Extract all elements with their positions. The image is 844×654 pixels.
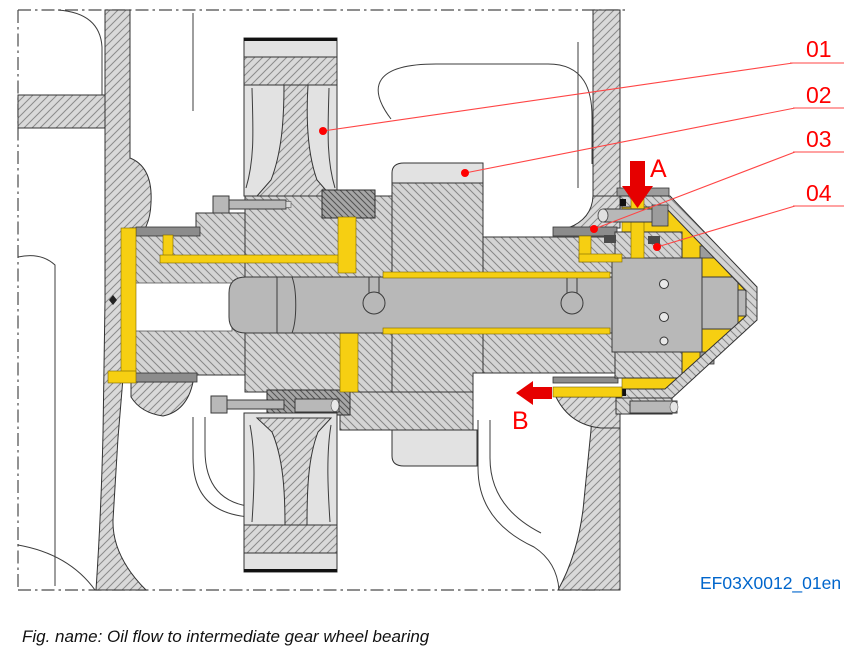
casing-wall-right-lower [557,396,621,591]
callout-label-03: 03 [806,126,832,152]
bolt-top [212,195,292,214]
oil-channel-down-upper [337,216,357,274]
oil-channel-left-vertical [120,227,137,374]
dot-01 [319,127,327,135]
bolt-bottom-right [629,400,679,414]
callout-labels: 01 02 03 04 A B [512,36,832,435]
gear-rim-top [243,56,338,86]
oil-inlet-arrow-icon [622,161,653,208]
casing-outlines [17,9,593,591]
oil-channel-down-lower [339,332,359,393]
oil-riser-horizontal [578,253,623,263]
shaft-end-nut [701,276,739,330]
casing-wedge-left [130,381,194,417]
seal-dot-top [620,199,626,206]
seal-dot-bottom [620,389,626,396]
intermediate-gear-wheel [243,37,338,573]
leader-04 [656,205,844,248]
dot-04 [653,243,661,251]
leader-02 [464,107,844,174]
shaft-bore [133,282,233,332]
cap-strip-bottom [131,372,198,383]
bearing-hole-3 [659,336,669,346]
oil-film-upper [382,271,611,279]
oil-outlet-channel-b [552,386,623,398]
oil-film-lower [382,327,611,335]
oil-outlet-arrow-icon [516,381,552,405]
callout-label-01: 01 [806,36,832,62]
dot-03 [590,225,598,233]
flow-marker-b-label: B [512,407,529,435]
bolts [210,195,679,414]
casing-rib-left [17,94,106,129]
bush-lower [482,332,621,374]
casing-foot-under-channel [555,396,621,429]
outlet-channel-cap [552,376,619,384]
oil-films-and-feeds [382,187,645,398]
leader-03 [593,151,844,230]
flow-marker-a-label: A [650,155,667,183]
drawing-code: EF03X0012_01en [700,573,841,594]
callout-leaders [322,62,844,248]
shaft-pivot-left [362,276,386,315]
figure-caption: Fig. name: Oil flow to intermediate gear… [22,627,430,646]
bearing-housing-block [391,162,484,184]
shaft-pivot-right [560,276,584,315]
gear-rim-bottom [243,524,338,554]
flow-arrows [516,161,653,405]
gear-shaft [228,276,619,334]
dot-02 [461,169,469,177]
callout-label-02: 02 [806,82,832,108]
oil-channel-elbow [162,234,174,258]
seal-ring-right [648,236,660,244]
casing-wall-right [592,9,621,197]
bearing-hole-2 [659,312,669,322]
seal-ring-left [604,235,616,243]
bearing-hole-1 [659,279,669,289]
bearing-ring-lower [614,351,683,379]
oil-nozzle-bar [552,226,618,237]
callout-label-04: 04 [806,180,832,206]
bearing-ring-upper [614,231,683,259]
oil-channel-left-foot [107,370,137,384]
center-mark [109,295,117,305]
bearing-block [611,257,703,353]
bearing-housing-block-lower [391,429,478,467]
leader-01 [322,62,844,132]
bolt-bottom-left [210,395,285,414]
bearing-unit [604,187,758,415]
oil-channel-plug-top [321,189,376,219]
cap-strip-top [135,226,201,237]
hub-bottom-strip [339,391,474,431]
callout-dots [319,127,661,251]
oil-channel-horizontal [159,254,341,264]
bolt-bottom-center [294,398,340,413]
